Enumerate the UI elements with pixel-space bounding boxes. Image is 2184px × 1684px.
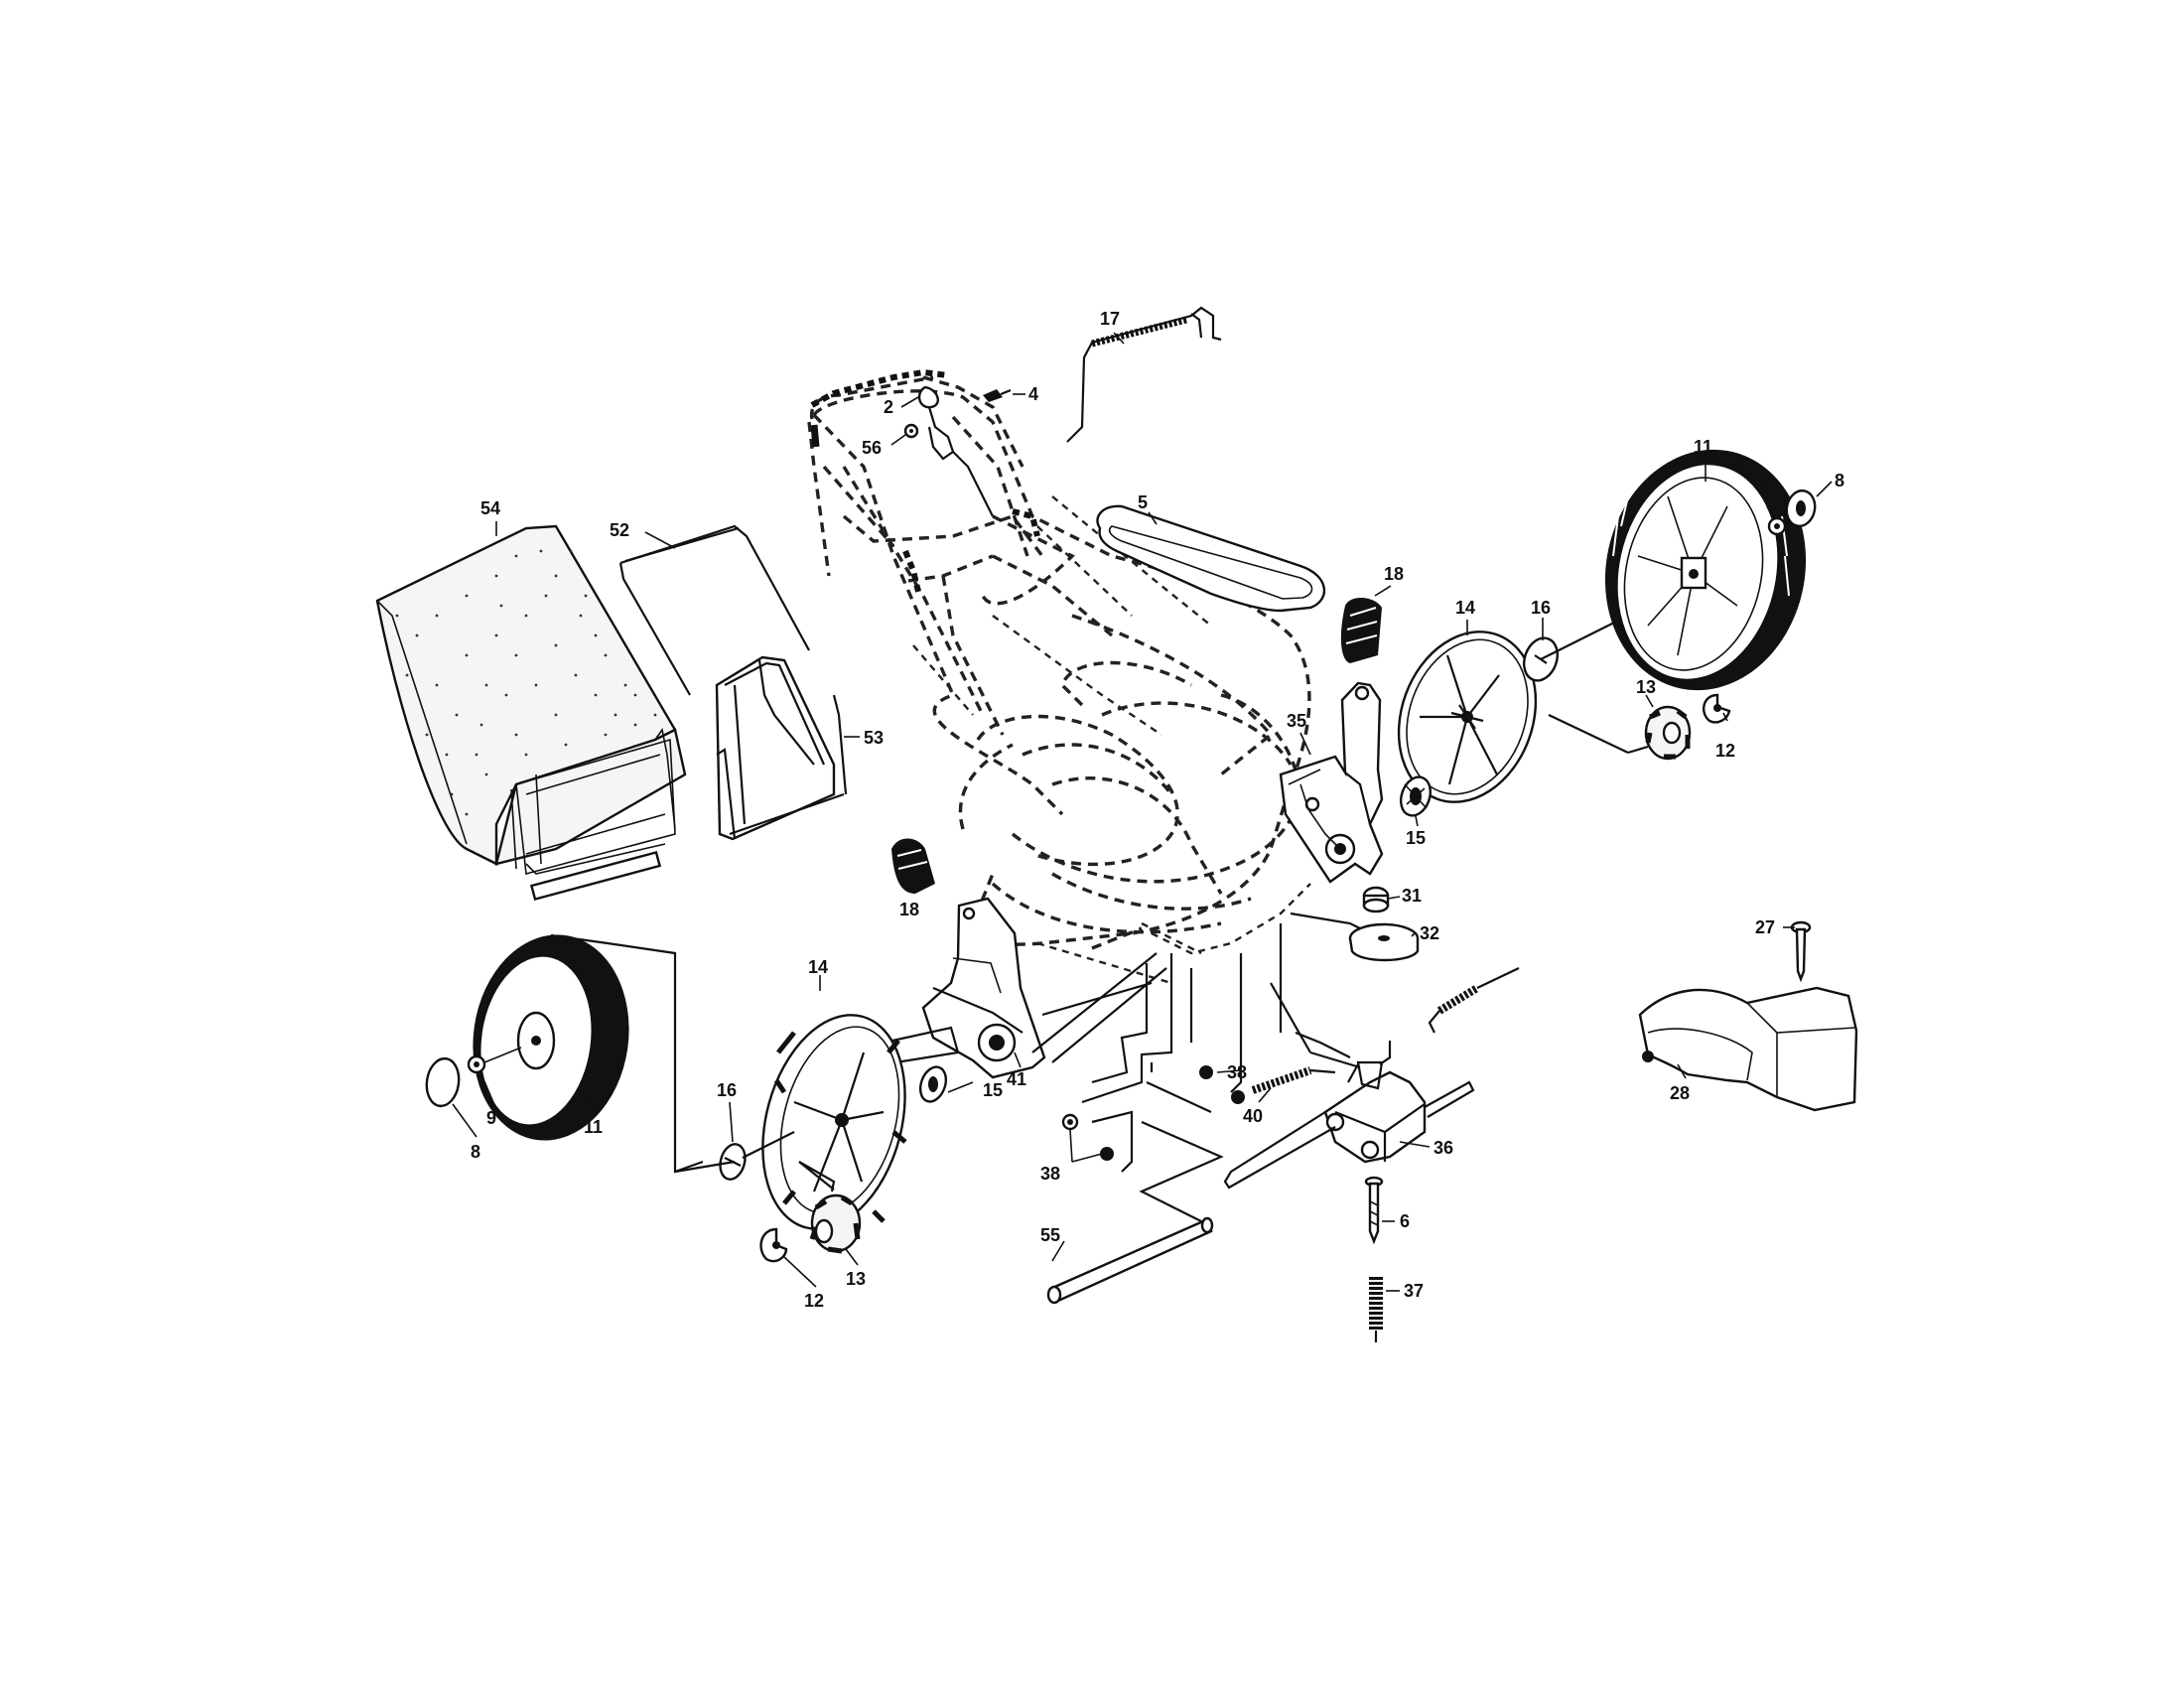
callout-18-right: 18 [1384, 564, 1404, 584]
screw-part-27 [1790, 920, 1812, 983]
callout-27: 27 [1755, 917, 1775, 937]
callout-12-right: 12 [1715, 741, 1735, 761]
callout-35: 35 [1287, 711, 1306, 731]
axle-rod-part-55 [1046, 1216, 1214, 1305]
callout-56: 56 [862, 438, 882, 458]
callout-11-left: 11 [584, 1117, 603, 1137]
callout-37: 37 [1404, 1281, 1424, 1301]
handle-outline [807, 368, 1212, 736]
callout-11-right: 11 [1694, 437, 1712, 457]
callout-14-right: 14 [1455, 598, 1475, 618]
callout-4: 4 [1028, 384, 1038, 404]
callout-36: 36 [1433, 1138, 1453, 1158]
control-hardware-parts [903, 385, 1012, 517]
callout-38-a: 38 [1227, 1062, 1247, 1082]
callout-15-right: 15 [1406, 828, 1426, 848]
bolt-part-6 [1364, 1176, 1384, 1245]
bag-frame-part-53 [715, 655, 848, 841]
wheel-cap-part-18-left [891, 838, 935, 894]
callout-13-right: 13 [1636, 677, 1656, 697]
callout-6: 6 [1400, 1211, 1410, 1231]
callout-14-left: 14 [808, 957, 828, 977]
gear-part-13-left [798, 1161, 862, 1254]
mower-deck-outline [812, 389, 1311, 985]
drive-wheel-part-14-left [761, 1014, 907, 1230]
callout-52: 52 [610, 520, 629, 540]
spring-part-transmission [1428, 967, 1520, 1034]
bag-frame-part-52 [618, 524, 810, 696]
hubcap-part-8-right [1785, 489, 1817, 528]
callout-31: 31 [1402, 886, 1422, 906]
linkage-lines [1031, 912, 1371, 1227]
nut-part-38 [1061, 1065, 1245, 1161]
callout-17: 17 [1100, 309, 1120, 329]
callout-labels: 17 4 2 56 5 54 52 53 18 14 16 11 9 8 35 … [471, 309, 1844, 1311]
hubcap-part-8-left [425, 1056, 461, 1108]
callout-28: 28 [1670, 1083, 1690, 1103]
callout-9-left: 9 [486, 1108, 496, 1128]
spring-part-40 [1251, 1066, 1336, 1094]
callout-53: 53 [864, 728, 884, 748]
callout-54: 54 [480, 498, 500, 518]
bail-handle-part-17 [1066, 306, 1222, 443]
callout-38-b: 38 [1040, 1164, 1060, 1184]
transmission-part-36 [1223, 982, 1475, 1190]
drive-bracket-left-part-41 [876, 897, 1046, 1079]
drive-bracket-part-35 [1279, 681, 1384, 884]
callout-9-right: 9 [1758, 480, 1768, 499]
callout-16-left: 16 [717, 1080, 737, 1100]
callout-18-left: 18 [899, 900, 919, 919]
callout-32: 32 [1420, 923, 1439, 943]
clip-part-12-right [1702, 693, 1731, 724]
bearing-part-15-left [918, 1065, 948, 1103]
callout-2: 2 [884, 397, 893, 417]
clip-part-12-left [759, 1227, 788, 1263]
callout-40: 40 [1243, 1106, 1263, 1126]
nut-part-9-left [467, 1047, 522, 1074]
callout-15-left: 15 [983, 1080, 1003, 1100]
drive-belt-part-5 [1096, 504, 1326, 613]
wheel-cap-part-18-right [1340, 597, 1382, 663]
callout-5: 5 [1138, 492, 1148, 512]
callout-55: 55 [1040, 1225, 1060, 1245]
callout-41: 41 [1007, 1069, 1026, 1089]
nut-part-31 [1362, 886, 1390, 913]
callout-8-left: 8 [471, 1142, 480, 1162]
callout-16-right: 16 [1531, 598, 1551, 618]
nut-part-9-right [1767, 516, 1787, 536]
drive-wheel-part-14-right [1397, 631, 1538, 803]
wheel-part-11-right [1604, 449, 1807, 691]
callout-12-left: 12 [804, 1291, 824, 1311]
callout-13-left: 13 [846, 1269, 866, 1289]
callout-8-right: 8 [1835, 471, 1844, 491]
bearing-part-15-right [1399, 775, 1433, 817]
leader-lines [452, 332, 1833, 1292]
washer-part-16-right [1522, 615, 1629, 682]
wheel-part-11-left [473, 933, 736, 1174]
pulley-part-32 [1348, 922, 1420, 962]
grass-bag-part-54 [375, 524, 687, 902]
mulch-plug-part-28 [1638, 986, 1858, 1112]
gear-part-13-right [1548, 705, 1692, 761]
